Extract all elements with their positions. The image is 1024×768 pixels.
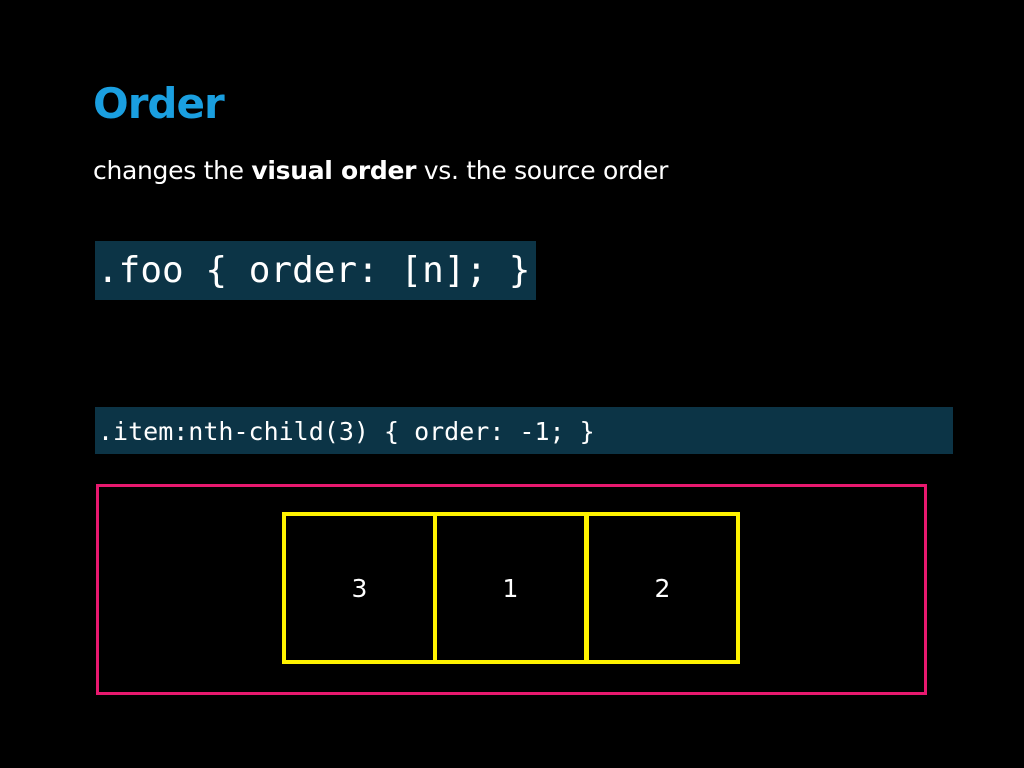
slide-title: Order: [93, 79, 225, 128]
code-rule-example: .item:nth-child(3) { order: -1; }: [95, 407, 953, 454]
subtitle-text-before: changes the: [93, 156, 252, 185]
flex-item: 3: [282, 512, 437, 664]
subtitle-emphasis: visual order: [251, 156, 417, 185]
flex-container-demo: [96, 484, 927, 695]
flex-item: 2: [585, 512, 740, 664]
flex-item: 1: [433, 512, 588, 664]
slide-subtitle: changes the visual order vs. the source …: [93, 154, 668, 188]
subtitle-text-after: vs. the source order: [416, 156, 669, 185]
code-syntax-example: .foo { order: [n]; }: [95, 241, 537, 300]
